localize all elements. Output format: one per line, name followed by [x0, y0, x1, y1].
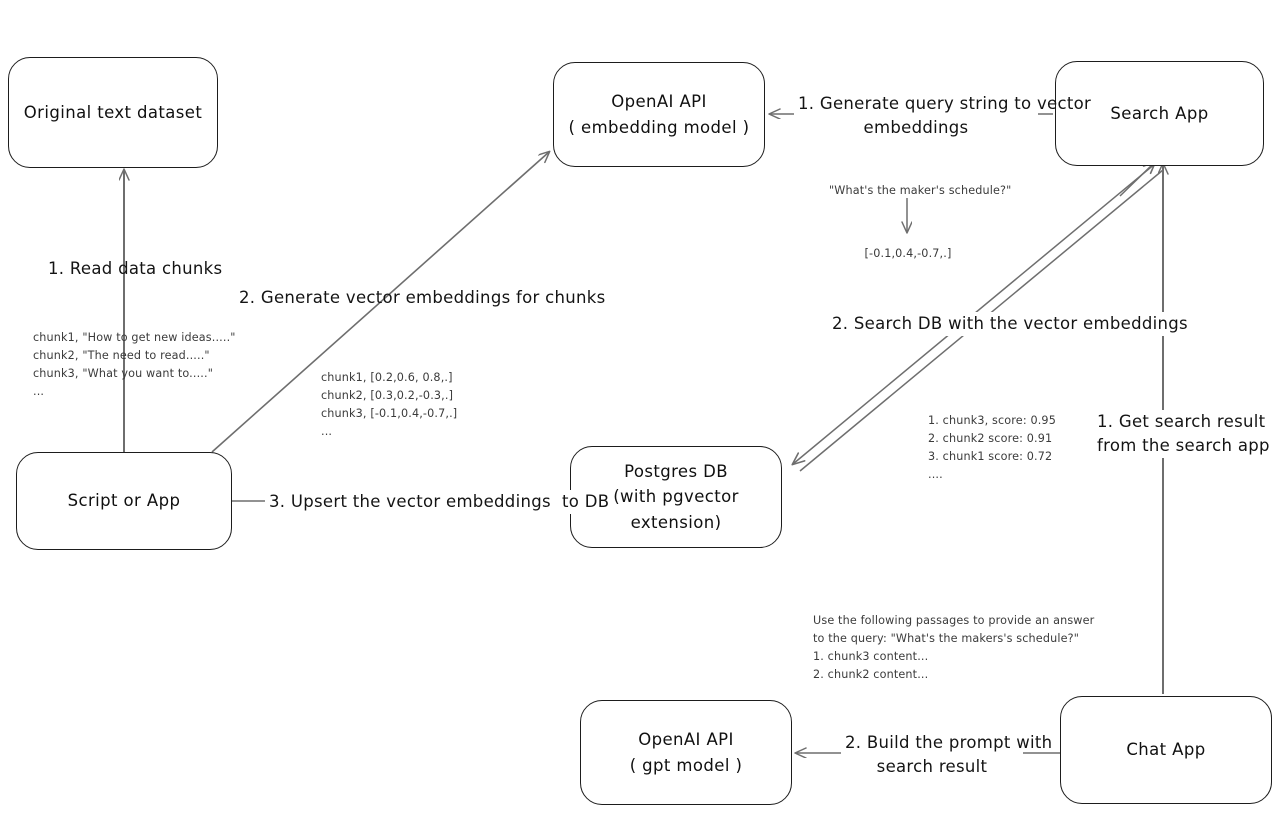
edge-label-generate-query-embedding: 1. Generate query string to vector embed…: [794, 92, 1091, 140]
node-search-app[interactable]: Search App: [1055, 61, 1264, 166]
node-script-or-app[interactable]: Script or App: [16, 452, 232, 550]
note-chunks-sample: chunk1, "How to get new ideas....." chun…: [33, 331, 236, 399]
node-openai-gpt-api-label: OpenAI API: [638, 729, 734, 749]
note-query-vector: [-0.1,0.4,-0.7,.]: [864, 247, 952, 260]
note-query-text: "What's the maker's schedule?": [829, 184, 1012, 197]
node-postgres-db[interactable]: Postgres DB (with pgvector extension): [570, 446, 782, 548]
node-chat-app[interactable]: Chat App: [1060, 696, 1272, 804]
edge-label-read-data-chunks: 1. Read data chunks: [48, 259, 223, 278]
edge-label-generate-embeddings: 2. Generate vector embeddings for chunks: [239, 288, 606, 307]
edge-label-search-db: 2. Search DB with the vector embeddings: [828, 312, 1192, 336]
note-search-results: 1. chunk3, score: 0.95 2. chunk2 score: …: [928, 414, 1056, 482]
node-original-text-dataset[interactable]: Original text dataset: [8, 57, 218, 168]
edge-postgres-to-search-app-return: [1119, 160, 1157, 197]
node-openai-embedding-api-sublabel: ( embedding model ): [568, 117, 750, 137]
node-script-or-app-label: Script or App: [67, 491, 181, 511]
node-original-text-dataset-label: Original text dataset: [23, 102, 203, 122]
note-chunk-vectors: chunk1, [0.2,0.6, 0.8,.] chunk2, [0.3,0.…: [321, 371, 458, 439]
node-openai-embedding-api-label: OpenAI API: [611, 91, 707, 111]
node-postgres-db-label: Postgres DB: [624, 461, 728, 481]
node-openai-gpt-api[interactable]: OpenAI API ( gpt model ): [580, 700, 792, 805]
edge-label-get-search-result: 1. Get search result from the search app: [1093, 410, 1269, 458]
node-postgres-db-sublabel: (with pgvector extension): [613, 487, 739, 532]
edge-script-to-embedding-api: [211, 152, 549, 453]
node-openai-embedding-api[interactable]: OpenAI API ( embedding model ): [553, 62, 765, 167]
node-search-app-label: Search App: [1110, 103, 1209, 123]
edge-label-upsert-embeddings: 3. Upsert the vector embeddings to DB: [265, 490, 614, 514]
node-chat-app-label: Chat App: [1126, 740, 1206, 760]
note-prompt-sample: Use the following passages to provide an…: [813, 614, 1095, 682]
node-openai-gpt-api-sublabel: ( gpt model ): [629, 755, 743, 775]
edge-label-build-prompt: 2. Build the prompt with search result: [841, 731, 1052, 779]
